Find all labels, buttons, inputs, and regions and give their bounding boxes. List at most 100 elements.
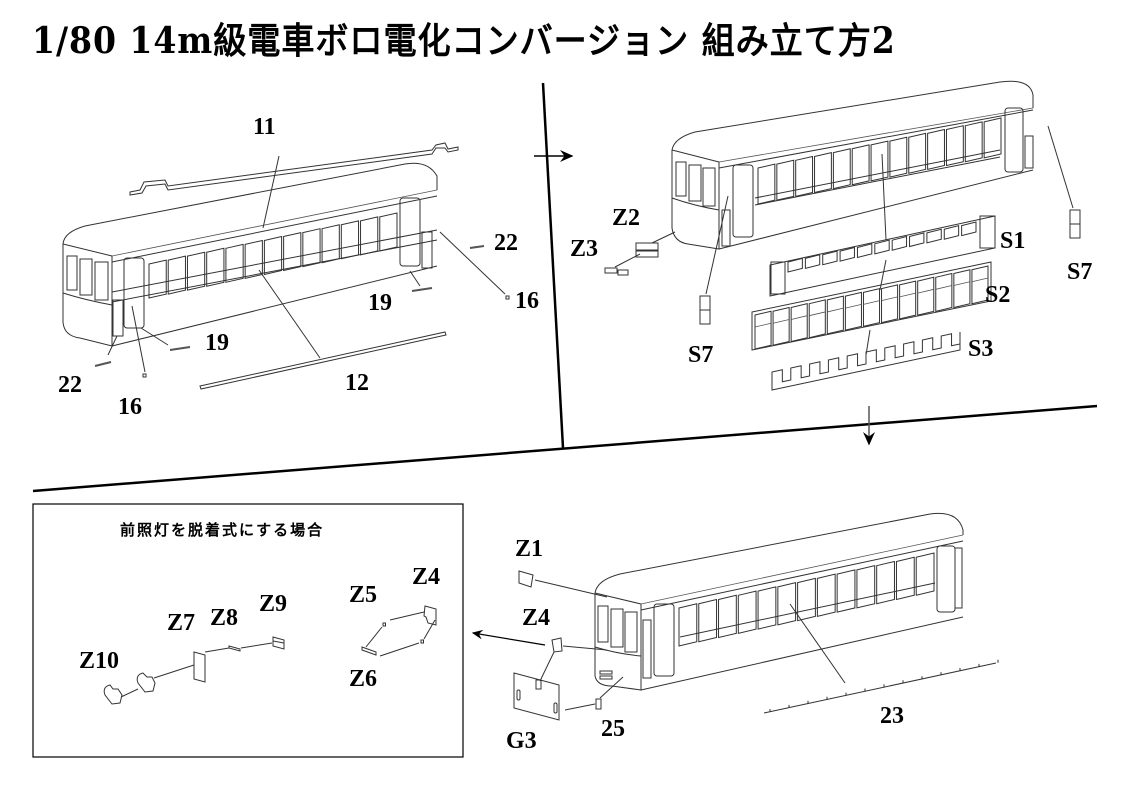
- divider-vertical: [541, 82, 565, 449]
- side-window: [757, 163, 776, 205]
- side-window: [927, 128, 945, 171]
- side-window: [360, 216, 379, 256]
- side-window: [856, 565, 876, 609]
- label-part-12: 12: [345, 370, 369, 396]
- side-window: [836, 569, 856, 613]
- pane-divider: [917, 288, 934, 294]
- label-part-z4: Z4: [522, 605, 550, 631]
- side-window: [379, 212, 398, 252]
- window-pane: [804, 254, 821, 270]
- pane-divider: [863, 300, 880, 305]
- window-pane: [862, 287, 881, 328]
- window-pane: [899, 280, 917, 320]
- window-pane: [961, 221, 977, 237]
- side-window: [206, 247, 225, 287]
- label-part-19-left: 19: [205, 330, 229, 356]
- window-pane: [787, 257, 803, 273]
- window-pane: [808, 299, 826, 339]
- window-pane: [772, 306, 790, 346]
- pane-divider: [935, 285, 952, 290]
- side-window: [757, 586, 777, 630]
- label-part-25: 25: [601, 716, 625, 742]
- side-window: [983, 117, 1002, 159]
- side-window: [678, 603, 698, 647]
- part-s3: [771, 332, 961, 391]
- step3-tram: [513, 512, 999, 721]
- window-pane: [953, 269, 971, 309]
- side-window: [851, 144, 870, 186]
- inset-parts: [103, 605, 437, 705]
- pane-divider: [953, 281, 971, 286]
- divider-lower: [32, 404, 1098, 493]
- side-window: [737, 590, 757, 634]
- side-window: [698, 598, 718, 643]
- side-window: [915, 552, 935, 596]
- label-part-s7-left: S7: [688, 342, 713, 368]
- left-arrow-icon: [471, 629, 546, 646]
- side-window: [889, 136, 908, 178]
- label-part-16-left: 16: [118, 394, 142, 420]
- side-window: [167, 255, 186, 295]
- pane-divider: [754, 322, 772, 328]
- label-part-11: 11: [253, 114, 276, 140]
- pane-divider: [827, 307, 844, 313]
- label-part-22-left: 22: [58, 372, 82, 398]
- side-window: [777, 581, 797, 626]
- window-pane: [891, 235, 908, 251]
- side-window: [244, 239, 263, 280]
- side-window: [263, 235, 283, 276]
- label-part-z9: Z9: [259, 591, 287, 617]
- window-pane: [856, 243, 873, 259]
- pane-divider: [809, 311, 826, 317]
- part-s1: [769, 215, 996, 297]
- window-pane: [881, 284, 899, 324]
- side-window: [797, 577, 816, 622]
- window-pane: [790, 303, 808, 343]
- side-window: [870, 140, 889, 182]
- pane-divider: [881, 296, 898, 302]
- pane-divider: [971, 277, 989, 283]
- window-pane: [754, 310, 772, 350]
- pane-divider: [772, 319, 790, 324]
- label-part-16-right: 16: [515, 288, 539, 314]
- inset-box: [32, 503, 464, 758]
- side-window: [908, 132, 927, 174]
- label-part-z1: Z1: [515, 536, 543, 562]
- window-pane: [926, 228, 942, 244]
- side-window: [945, 125, 964, 167]
- step2-tram: [604, 80, 1081, 391]
- label-part-z7: Z7: [167, 610, 195, 636]
- label-part-s3: S3: [968, 336, 993, 362]
- side-window: [816, 573, 836, 618]
- pane-divider: [845, 303, 862, 309]
- side-window: [283, 231, 302, 272]
- window-pane: [826, 295, 844, 335]
- side-window: [964, 121, 983, 163]
- step1-tram: [62, 142, 510, 390]
- label-part-22-right: 22: [494, 230, 518, 256]
- label-part-s2: S2: [985, 282, 1010, 308]
- side-window: [876, 560, 895, 605]
- side-window: [832, 148, 851, 190]
- window-pane: [874, 239, 890, 255]
- side-window: [302, 228, 321, 268]
- label-part-g3: G3: [506, 728, 537, 754]
- side-window: [186, 251, 206, 291]
- side-window: [718, 594, 737, 639]
- window-pane: [971, 265, 989, 305]
- window-pane: [943, 224, 960, 240]
- side-window: [340, 220, 360, 260]
- pane-divider: [899, 292, 916, 298]
- label-part-s1: S1: [1000, 228, 1025, 254]
- window-pane: [839, 246, 855, 262]
- label-part-z6: Z6: [349, 666, 377, 692]
- label-part-z5: Z5: [349, 582, 377, 608]
- label-part-s7-right: S7: [1067, 259, 1092, 285]
- window-pane: [844, 291, 862, 331]
- side-window: [895, 556, 915, 601]
- part-s2: [751, 261, 992, 351]
- side-window: [321, 224, 340, 264]
- label-part-z2: Z2: [612, 205, 640, 231]
- pane-divider: [791, 315, 808, 320]
